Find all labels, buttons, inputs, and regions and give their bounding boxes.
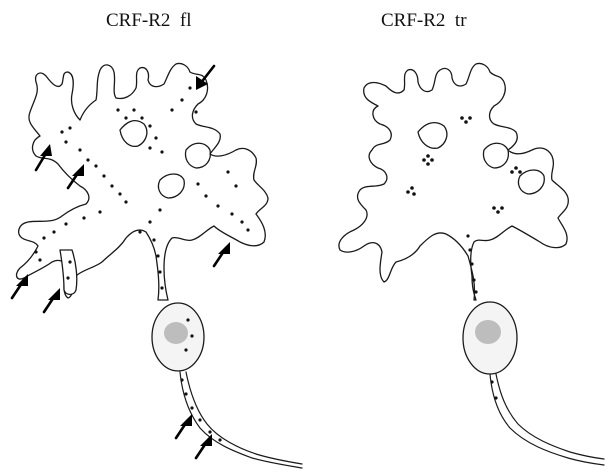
neuron-left-fl (12, 63, 302, 468)
left-nucleus (164, 322, 188, 344)
right-nucleus (475, 320, 501, 344)
neuron-right-tr (339, 63, 604, 465)
arrow-4 (214, 242, 230, 266)
right-axon-inner (496, 374, 604, 459)
right-dendrite-tree (339, 63, 568, 300)
left-branch-stub (60, 250, 77, 295)
arrow-7 (176, 414, 192, 438)
right-axon (490, 374, 604, 465)
left-axon-inner (186, 372, 302, 464)
arrow-8 (196, 434, 212, 458)
left-dendrite-tree (17, 63, 268, 300)
arrow-6 (44, 288, 60, 312)
